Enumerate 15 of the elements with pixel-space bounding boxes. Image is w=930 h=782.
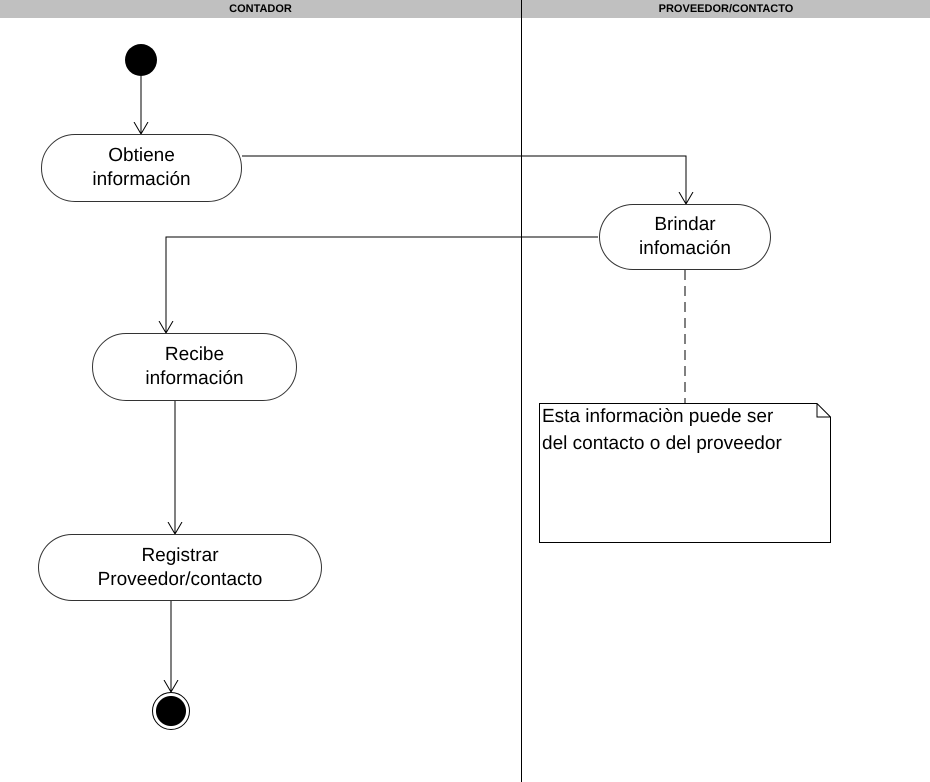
action-node: Brindar infomación xyxy=(599,204,771,270)
action-node: Obtiene información xyxy=(41,134,242,202)
lane-header: PROVEEDOR/CONTACTO xyxy=(522,0,930,18)
initial-node xyxy=(125,44,157,76)
arrow xyxy=(164,600,178,692)
note-text: Esta informaciòn puede ser del contacto o del proveedor xyxy=(542,405,783,456)
action-node: Registrar Proveedor/contacto xyxy=(38,534,322,601)
arrow xyxy=(242,156,694,204)
anchor-line xyxy=(684,270,686,404)
final-node xyxy=(152,692,190,730)
arrow xyxy=(134,76,148,134)
action-node: Recibe información xyxy=(92,333,297,401)
lane-header: CONTADOR xyxy=(0,0,521,18)
arrow xyxy=(158,236,598,334)
arrow xyxy=(168,400,182,534)
